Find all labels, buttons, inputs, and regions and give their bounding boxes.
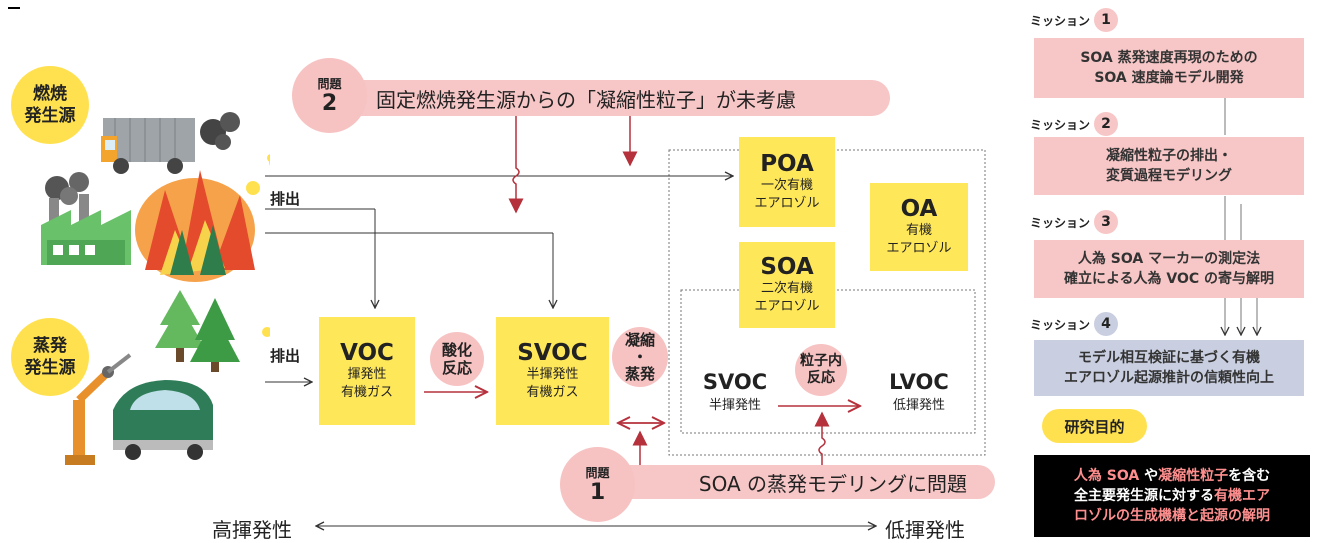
goal-ya: や bbox=[1139, 468, 1159, 484]
oxidation-line2: 反応 bbox=[441, 359, 472, 377]
problem1-num: 1 bbox=[589, 480, 606, 505]
evaporation-line2: 発生源 bbox=[24, 358, 76, 378]
research-goal-box: 人為 SOA や凝縮性粒子を含む 全主要発生源に対する有機エア ロゾルの生成機構… bbox=[1034, 455, 1310, 537]
wildfire-icon bbox=[135, 170, 255, 282]
mission2-line2: 変質過程モデリング bbox=[1106, 168, 1232, 184]
mission4-label: ミッション 4 bbox=[1030, 312, 1119, 336]
mission4-word: ミッション bbox=[1030, 317, 1091, 332]
paint-robot-icon bbox=[65, 353, 132, 465]
problem1-tag: 問題 bbox=[585, 466, 610, 480]
factory-icon bbox=[41, 172, 131, 265]
oxidation-line1: 酸化 bbox=[441, 341, 472, 359]
goal-condensable: 凝縮性粒子 bbox=[1158, 468, 1229, 484]
intraparticle-line2: 反応 bbox=[807, 370, 835, 386]
voc-sub2: 有機ガス bbox=[340, 385, 393, 400]
mission2-line1: 凝縮性粒子の排出・ bbox=[1106, 148, 1232, 164]
inner-svoc: SVOC 半揮発性 bbox=[695, 370, 775, 413]
trees-icon bbox=[155, 290, 240, 372]
mission4-line2: エアロゾル起源推計の信頼性向上 bbox=[1064, 370, 1274, 386]
inner-lvoc: LVOC 低揮発性 bbox=[876, 370, 962, 413]
research-goal-label: 研究目的 bbox=[1042, 409, 1147, 443]
mission4-line1: モデル相互検証に基づく有機 bbox=[1078, 350, 1260, 366]
goal-mechanism: ロゾルの生成機構と起源の解明 bbox=[1074, 508, 1270, 524]
emission-label-top: 排出 bbox=[270, 190, 301, 208]
soa-title: SOA bbox=[760, 254, 814, 280]
emission-dots bbox=[246, 154, 270, 337]
evaporation-line1: 蒸発 bbox=[33, 336, 67, 356]
problem2-text: 固定燃焼発生源からの「凝縮性粒子」が未考慮 bbox=[340, 80, 890, 116]
mission3-line2: 確立による人為 VOC の寄与解明 bbox=[1063, 271, 1275, 287]
oa-title: OA bbox=[900, 196, 938, 222]
source-illustrations bbox=[41, 112, 270, 465]
condense-line1: 凝縮 bbox=[624, 330, 655, 349]
poa-box: POA 一次有機 エアロゾル bbox=[739, 137, 835, 227]
soa-box: SOA 二次有機 エアロゾル bbox=[739, 242, 835, 328]
poa-title: POA bbox=[760, 151, 814, 177]
goal-wo-fukumu: を含む bbox=[1228, 468, 1271, 484]
oa-sub2: エアロゾル bbox=[886, 241, 952, 256]
problem2-num: 2 bbox=[321, 91, 338, 116]
high-volatility-label: 高揮発性 bbox=[212, 518, 292, 542]
emission-label-bottom: 排出 bbox=[270, 347, 301, 365]
car-icon bbox=[113, 380, 213, 460]
oa-box: OA 有機 エアロゾル bbox=[870, 183, 968, 271]
intraparticle-line1: 粒子内 bbox=[800, 353, 842, 369]
problem2-tag: 問題 bbox=[317, 77, 342, 91]
mission2-box: 凝縮性粒子の排出・ 変質過程モデリング bbox=[1034, 137, 1304, 195]
mission3-label: ミッション 3 bbox=[1030, 210, 1119, 234]
goal-line3: ロゾルの生成機構と起源の解明 bbox=[1034, 506, 1310, 526]
mission2-num: 2 bbox=[1094, 112, 1119, 136]
inner-svoc-title: SVOC bbox=[702, 370, 768, 394]
goal-all-sources: 全主要発生源に対する bbox=[1074, 488, 1214, 504]
poa-sub2: エアロゾル bbox=[754, 196, 820, 211]
mission1-line2: SOA 速度論モデル開発 bbox=[1094, 70, 1244, 86]
voc-box: VOC 揮発性 有機ガス bbox=[319, 317, 415, 425]
combustion-line1: 燃焼 bbox=[33, 84, 67, 104]
mission2-label: ミッション 2 bbox=[1030, 112, 1119, 136]
goal-organic-aero: 有機エア bbox=[1214, 488, 1270, 504]
mission1-label: ミッション 1 bbox=[1030, 8, 1119, 32]
poa-sub1: 一次有機 bbox=[760, 178, 813, 193]
mission4-box: モデル相互検証に基づく有機 エアロゾル起源推計の信頼性向上 bbox=[1034, 340, 1304, 396]
soa-sub1: 二次有機 bbox=[760, 281, 813, 296]
soa-sub2: エアロゾル bbox=[754, 299, 820, 314]
combustion-source-label: 燃焼 発生源 bbox=[11, 66, 89, 144]
mission1-line1: SOA 蒸発速度再現のための bbox=[1080, 50, 1258, 66]
goal-line1: 人為 SOA や凝縮性粒子を含む bbox=[1034, 466, 1310, 486]
mission1-word: ミッション bbox=[1030, 13, 1091, 28]
mission1-box: SOA 蒸発速度再現のための SOA 速度論モデル開発 bbox=[1034, 38, 1304, 98]
svoc-sub2: 有機ガス bbox=[526, 385, 579, 400]
combustion-line2: 発生源 bbox=[24, 106, 76, 126]
svoc-sub1: 半揮発性 bbox=[526, 367, 579, 382]
voc-sub1: 揮発性 bbox=[347, 367, 387, 382]
problem1-text: SOA の蒸発モデリングに問題 bbox=[590, 465, 995, 499]
svoc-box: SVOC 半揮発性 有機ガス bbox=[496, 317, 609, 425]
mission3-line1: 人為 SOA マーカーの測定法 bbox=[1077, 251, 1261, 267]
mission3-num: 3 bbox=[1094, 210, 1119, 234]
condense-line2: ・ bbox=[632, 347, 648, 366]
condense-line3: 蒸発 bbox=[624, 364, 655, 383]
voc-title: VOC bbox=[340, 340, 394, 366]
goal-line2: 全主要発生源に対する有機エア bbox=[1034, 486, 1310, 506]
evaporation-source-label: 蒸発 発生源 bbox=[11, 318, 89, 396]
inner-lvoc-sub: 低揮発性 bbox=[892, 398, 945, 413]
svoc-title: SVOC bbox=[517, 340, 588, 366]
mission3-box: 人為 SOA マーカーの測定法 確立による人為 VOC の寄与解明 bbox=[1034, 240, 1304, 298]
mission1-num: 1 bbox=[1094, 8, 1119, 32]
problem2-badge: 問題 2 bbox=[292, 58, 367, 133]
low-volatility-label: 低揮発性 bbox=[885, 518, 965, 542]
mission2-word: ミッション bbox=[1030, 117, 1091, 132]
goal-anthro-soa: 人為 SOA bbox=[1073, 468, 1140, 484]
mission4-num: 4 bbox=[1094, 312, 1119, 336]
inner-lvoc-title: LVOC bbox=[889, 370, 949, 394]
condense-evaporate-label: 凝縮 ・ 蒸発 bbox=[612, 327, 668, 387]
oxidation-label: 酸化 反応 bbox=[430, 332, 484, 386]
intraparticle-label: 粒子内 反応 bbox=[795, 344, 847, 396]
truck-icon bbox=[101, 112, 240, 174]
problem1-badge: 問題 1 bbox=[560, 447, 635, 522]
oa-sub1: 有機 bbox=[905, 223, 932, 238]
inner-svoc-sub: 半揮発性 bbox=[708, 398, 761, 413]
mission3-word: ミッション bbox=[1030, 215, 1091, 230]
